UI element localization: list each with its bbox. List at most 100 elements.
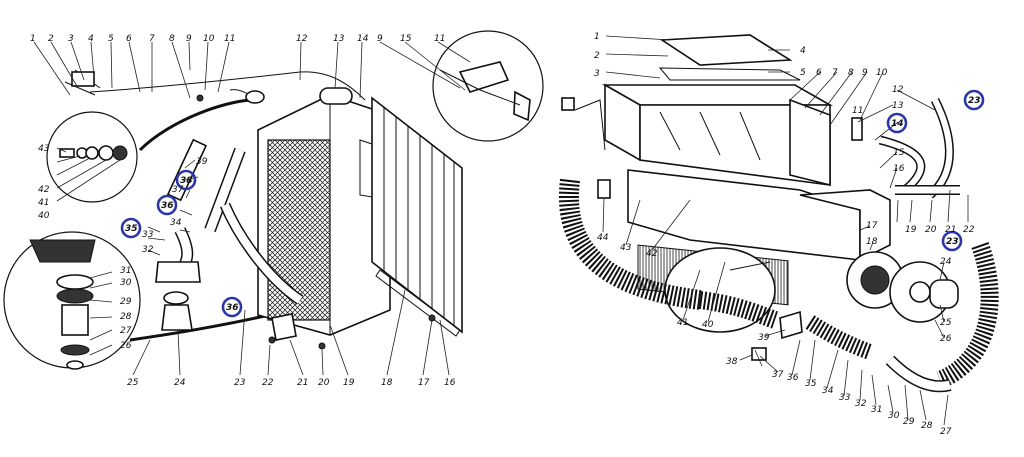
radiator-grille: [371, 96, 463, 337]
part-number: 1: [30, 34, 36, 44]
center-flex-duct: [805, 315, 873, 360]
part-number-highlighted: 36: [226, 303, 239, 313]
part-number: 41: [677, 318, 688, 328]
left-flex-duct: [558, 178, 702, 310]
right-flex-duct: [936, 241, 999, 389]
thermostat-housing: [155, 261, 201, 283]
part-number: 20: [318, 378, 330, 388]
part-number: 30: [888, 411, 900, 421]
part-number: 42: [646, 249, 658, 259]
part-number: 10: [876, 68, 888, 78]
part-number: 29: [120, 297, 132, 307]
part-number: 14: [357, 34, 369, 44]
part-number: 19: [905, 225, 917, 235]
highlight-ring-14: [886, 112, 908, 134]
control-rod: [729, 261, 771, 271]
part-number: 9: [186, 34, 192, 44]
part-number: 28: [921, 421, 933, 431]
part-number: 24: [940, 257, 952, 267]
part-number: 30: [120, 278, 132, 288]
part-number: 19: [343, 378, 355, 388]
flap-hinge: [658, 67, 801, 81]
part-number: 22: [963, 225, 975, 235]
part-number: 31: [120, 266, 131, 276]
part-number: 43: [38, 144, 50, 154]
part-number: 4: [800, 46, 806, 56]
part-number: 40: [702, 320, 714, 330]
cable-bracket-detail: [439, 61, 531, 122]
part-number: 1: [594, 32, 600, 42]
part-number: 24: [174, 378, 186, 388]
part-number: 12: [892, 85, 904, 95]
part-number: 33: [142, 230, 154, 240]
rubber-mount-stack: [29, 239, 96, 370]
part-number-highlighted: 35: [125, 224, 138, 234]
part-number: 2: [594, 51, 600, 61]
part-number: 2: [48, 34, 54, 44]
part-number: 7: [832, 68, 838, 78]
part-number-highlighted: 23: [968, 96, 981, 106]
part-number: 28: [120, 312, 132, 322]
part-number: 44: [597, 233, 609, 243]
water-pump-body: [161, 304, 193, 331]
part-number: 13: [892, 101, 904, 111]
part-number: 23: [234, 378, 246, 388]
part-number-highlighted: 14: [891, 119, 904, 129]
highlight-ring-23-top: [963, 89, 985, 111]
heater-valve: [851, 117, 863, 141]
part-number: 16: [893, 164, 905, 174]
part-number: 26: [120, 341, 132, 351]
gasket: [163, 291, 189, 305]
part-number: 25: [940, 318, 952, 328]
part-number: 5: [108, 34, 114, 44]
part-number: 26: [940, 334, 952, 344]
highlight-ring-36-upper: [156, 194, 178, 216]
right-assembly-drawing: [558, 34, 999, 393]
bolt-set: [59, 145, 128, 161]
part-number-highlighted: 38: [180, 176, 193, 186]
mounting-bracket: [271, 313, 297, 341]
air-flap: [659, 34, 793, 66]
part-number: 29: [903, 417, 915, 427]
bolt: [268, 336, 276, 344]
part-number: 31: [871, 405, 882, 415]
part-number: 34: [170, 218, 182, 228]
part-number: 32: [142, 245, 154, 255]
part-number: 22: [262, 378, 274, 388]
part-number: 17: [866, 221, 878, 231]
part-number: 6: [816, 68, 822, 78]
part-number: 33: [839, 393, 851, 403]
part-number: 13: [333, 34, 345, 44]
part-number-highlighted: 36: [161, 201, 174, 211]
part-number: 11: [434, 34, 445, 44]
part-number: 39: [758, 333, 770, 343]
part-number: 40: [38, 211, 50, 221]
part-number: 15: [400, 34, 412, 44]
drain-cock: [318, 342, 326, 350]
part-number: 15: [893, 148, 905, 158]
part-number: 17: [418, 378, 430, 388]
part-number: 38: [726, 357, 738, 367]
part-number: 11: [224, 34, 235, 44]
support-bracket: [574, 99, 606, 151]
bracket-bolt: [561, 97, 575, 111]
highlight-ring-35: [120, 217, 142, 239]
mount-stud: [597, 179, 611, 199]
core-end-tank: [799, 189, 891, 262]
hose-collar: [245, 90, 265, 104]
part-number: 36: [787, 373, 799, 383]
detail-circle-bolts: [46, 111, 138, 203]
part-number: 16: [444, 378, 456, 388]
side-plate: [789, 98, 831, 187]
part-number: 9: [862, 68, 868, 78]
duct-clamp: [779, 310, 803, 340]
part-number: 27: [940, 427, 952, 437]
motor: [929, 279, 959, 309]
left-assembly-drawing: [3, 30, 544, 370]
part-number-highlighted: 23: [946, 237, 959, 247]
radiator-cap: [319, 87, 353, 105]
part-number: 34: [822, 386, 834, 396]
part-number: 12: [296, 34, 308, 44]
